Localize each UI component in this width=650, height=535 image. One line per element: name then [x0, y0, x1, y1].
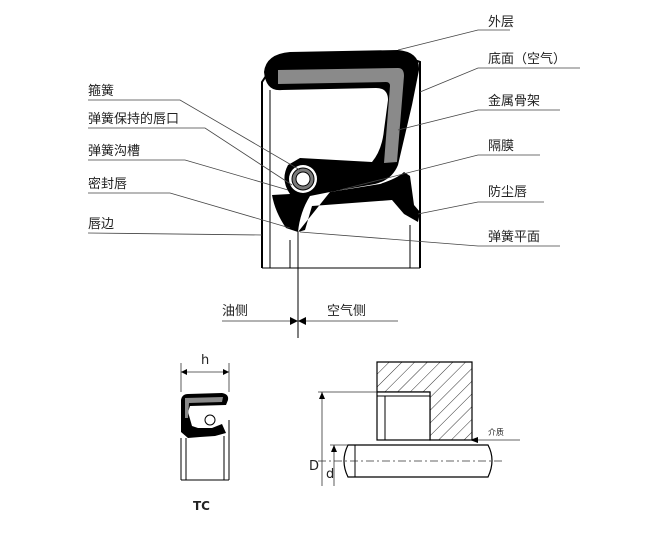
leader-diaphragm: [339, 154, 540, 191]
arrow-left-icon: [470, 437, 478, 443]
leader-spring-groove: [88, 159, 289, 191]
metal-skeleton-insert: [278, 68, 404, 163]
right-callouts: 外层 底面（空气） 金属骨架 隔膜 防尘唇 弹簧平面: [299, 15, 580, 247]
arrow-left-icon: [181, 369, 187, 375]
arrow-up-icon: [331, 445, 337, 452]
label-spring-retaining-lip: 弹簧保持的唇口: [88, 111, 179, 127]
label-metal-skeleton: 金属骨架: [488, 93, 540, 109]
label-garter-spring: 箍簧: [88, 83, 114, 99]
leader-spring-retaining-lip: [88, 127, 293, 186]
tc-metal-skeleton: [185, 397, 223, 418]
diaphragm-region: [298, 172, 420, 232]
label-bottom-face: 底面（空气）: [488, 51, 566, 67]
tc-spring-icon: [204, 414, 216, 426]
leader-dust-lip: [417, 201, 544, 215]
label-dust-lip: 防尘唇: [488, 184, 527, 200]
leader-spring-plane: [299, 231, 560, 247]
arrow-right-icon: [298, 317, 306, 325]
arrow-left-icon: [290, 317, 298, 325]
arrow-right-icon: [223, 369, 229, 375]
leader-garter-spring: [88, 99, 301, 171]
label-medium: 介质: [488, 427, 504, 437]
left-callouts: 箍簧 弹簧保持的唇口 弹簧沟槽 密封唇 唇边: [87, 83, 301, 236]
label-diaphragm: 隔膜: [488, 139, 514, 154]
leader-metal-skeleton: [397, 109, 560, 131]
label-outer-layer: 外层: [488, 15, 514, 30]
installation-drawing: D d 介质: [309, 361, 520, 486]
main-seal-section: [261, 50, 421, 338]
tc-rubber-body: [181, 393, 229, 438]
label-tc: TC: [193, 499, 210, 513]
label-spring-groove: 弹簧沟槽: [88, 143, 140, 159]
leader-lip-edge: [87, 232, 263, 236]
label-h: h: [201, 353, 209, 368]
label-D: D: [309, 459, 319, 474]
arrow-up-icon: [319, 392, 325, 399]
leader-bottom-face: [419, 67, 580, 93]
label-oil-side: 油侧: [222, 304, 248, 319]
tc-seal-drawing: h TC: [180, 353, 230, 513]
leader-outer-layer: [397, 29, 510, 51]
leader-sealing-lip: [88, 192, 291, 229]
label-lip-edge: 唇边: [88, 217, 114, 232]
label-sealing-lip: 密封唇: [88, 176, 127, 192]
garter-spring-core: [295, 171, 311, 187]
label-air-side: 空气侧: [327, 303, 366, 319]
installed-seal: [376, 391, 431, 441]
side-indicator: 油侧 空气侧: [222, 303, 398, 325]
label-spring-plane: 弹簧平面: [488, 229, 540, 245]
label-d: d: [326, 467, 334, 482]
